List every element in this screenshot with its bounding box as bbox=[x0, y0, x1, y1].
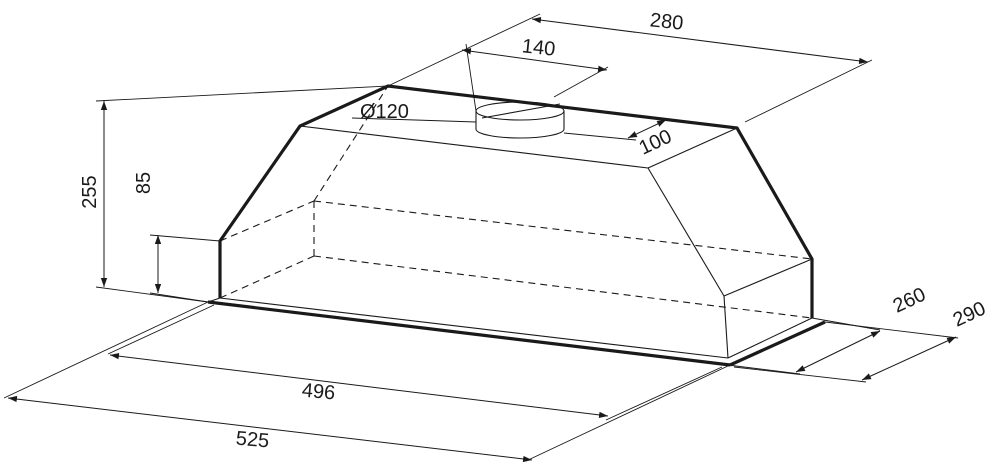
hood-bottom-left-cap bbox=[207, 297, 221, 303]
top-right-edge bbox=[647, 127, 738, 169]
duct-collar bbox=[475, 101, 565, 139]
label-duct-offset: 140 bbox=[521, 35, 556, 60]
front-slope-right bbox=[647, 167, 725, 297]
label-duct-depth-offset: 100 bbox=[636, 126, 676, 160]
label-depth-inner: 260 bbox=[890, 284, 930, 318]
label-width-inner: 496 bbox=[301, 380, 336, 405]
label-width-total: 525 bbox=[235, 428, 270, 453]
front-lower-panel-top bbox=[723, 258, 813, 297]
label-height-total: 255 bbox=[79, 175, 101, 208]
hood-bottom-side-edge bbox=[729, 320, 826, 367]
dimension-labels: 525 496 255 85 280 140 Ø120 100 260 290 bbox=[79, 9, 989, 452]
label-height-lower: 85 bbox=[133, 172, 155, 194]
hood-outline bbox=[218, 84, 814, 318]
dimension-lines bbox=[3, 13, 959, 463]
front-lower-right-vertical bbox=[723, 295, 729, 359]
label-top-depth: 280 bbox=[649, 9, 684, 34]
hidden-edges bbox=[219, 85, 813, 319]
hood-bottom-side-edge-2 bbox=[727, 317, 813, 359]
hood-body bbox=[207, 84, 826, 367]
label-duct-diameter: Ø120 bbox=[360, 101, 409, 123]
hood-bottom-front-edge-2 bbox=[219, 297, 729, 359]
label-depth-total: 290 bbox=[950, 298, 990, 332]
hood-bottom-front-edge bbox=[207, 300, 731, 367]
front-top-edge bbox=[299, 125, 649, 169]
